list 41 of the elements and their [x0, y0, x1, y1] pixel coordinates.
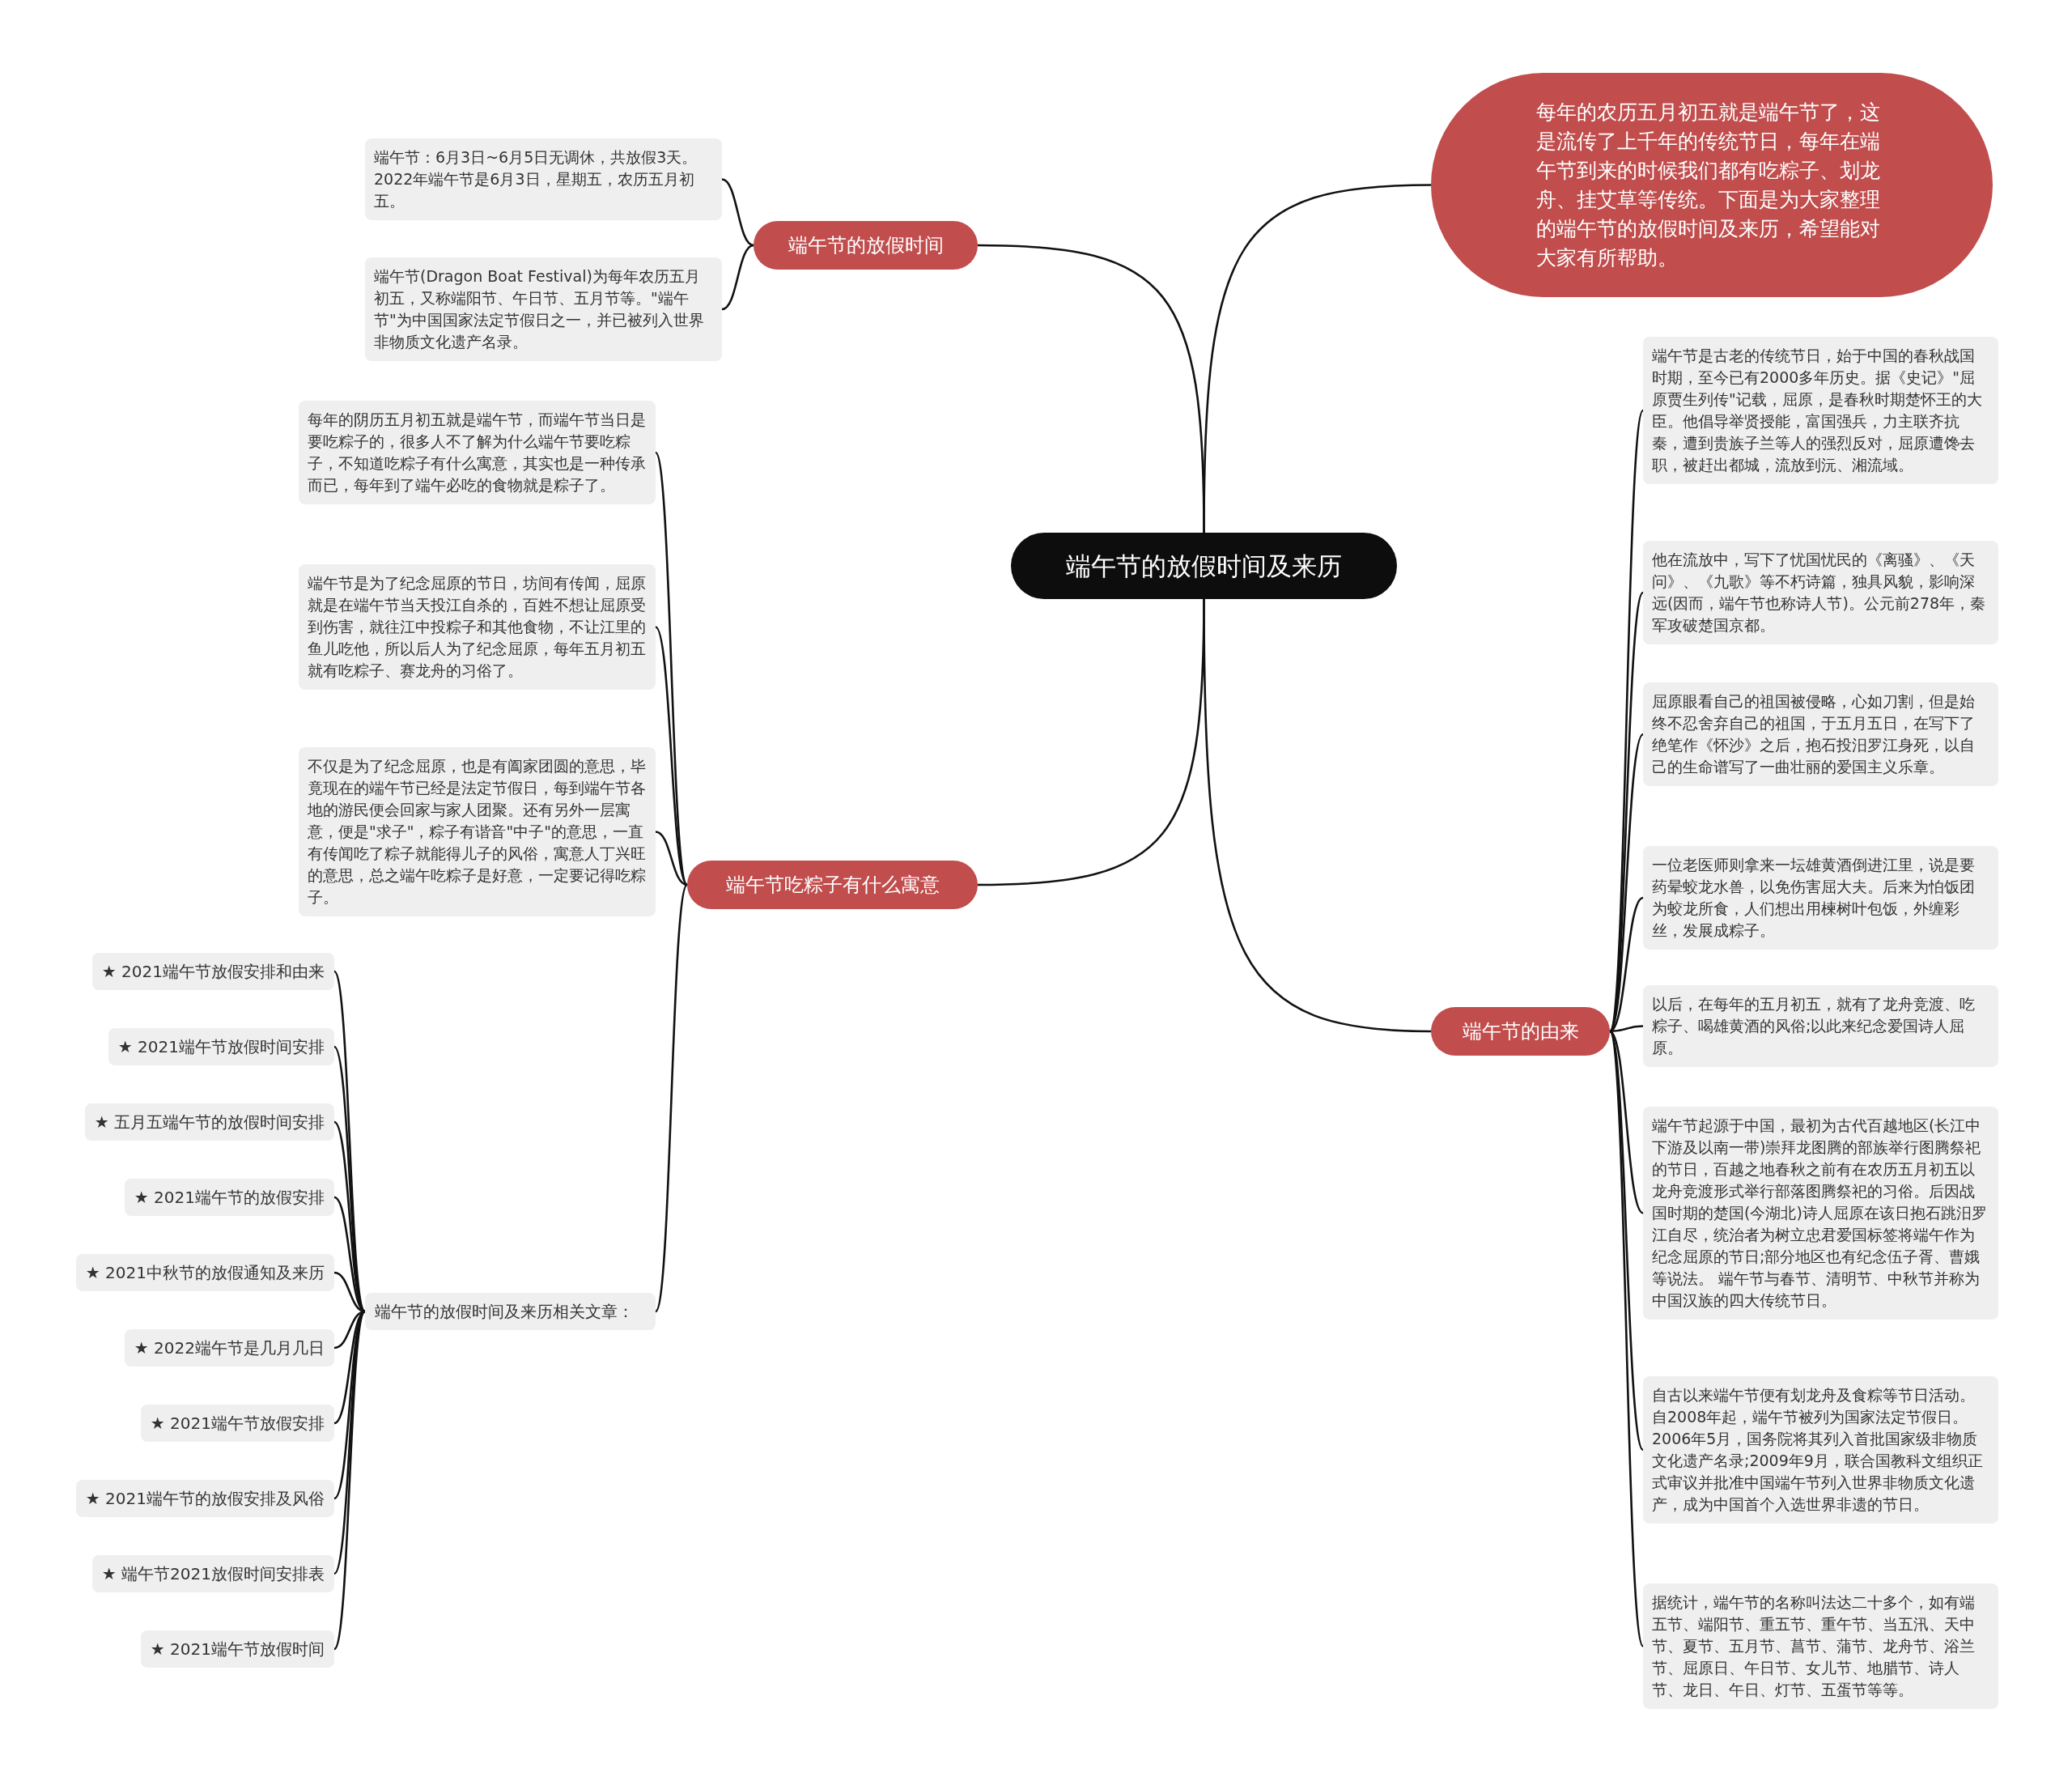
- note-card: 端午节起源于中国，最初为古代百越地区(长江中下游及以南一带)崇拜龙图腾的部族举行图腾祭祀的节日，百越之地春秋之前有在农历五月初五以龙舟竞渡形式举行部落图腾祭祀的习俗。后因战国时期的楚国(今湖北)诗人屈原在该日抱石跳汨罗江自尽，统治者为树立忠君爱国标签将端午作为纪念屈原的节日;部分地区也有纪念伍子胥、曹娥等说法。 端午节与春节、清明节、中秋节并称为中国汉族的四大传统节日。: [1643, 1107, 1998, 1320]
- note-card: 自古以来端午节便有划龙舟及食粽等节日活动。自2008年起，端午节被列为国家法定节假日。2006年5月，国务院将其列入首批国家级非物质文化遗产名录;2009年9月，联合国教科文组织正式审议并批准中国端午节列入世界非物质文化遗产，成为中国首个入选世界非遗的节日。: [1643, 1376, 1998, 1524]
- note-card: 每年的阴历五月初五就是端午节，而端午节当日是要吃粽子的，很多人不了解为什么端午节要吃粽子，不知道吃粽子有什么寓意，其实也是一种传承而已，每年到了端午必吃的食物就是粽子了。: [299, 401, 656, 504]
- connector-line: [333, 1311, 367, 1650]
- list-item: ★ 2021端午节的放假安排及风俗: [75, 1480, 334, 1517]
- note-card: 端午节是为了纪念屈原的节日，坊间有传闻，屈原就是在端午节当天投江自杀的，百姓不想让屈原受到伤害，就往江中投粽子和其他食物，不让江里的鱼儿吃他，所以后人为了纪念屈原，每年五月初五就有吃粽子、赛龙舟的习俗了。: [299, 564, 656, 690]
- topic-pill: 端午节的放假时间: [754, 221, 978, 270]
- note-card: 据统计，端午节的名称叫法达二十多个，如有端五节、端阳节、重五节、重午节、当五汛、天中节、夏节、五月节、菖节、蒲节、龙舟节、浴兰节、屈原日、午日节、女儿节、地腊节、诗人节、龙日、午日、灯节、五蛋节等等。: [1643, 1583, 1998, 1709]
- connector-line: [333, 1121, 366, 1312]
- connector-line: [1203, 599, 1432, 1033]
- connector-line: [654, 626, 689, 886]
- note-card: 一位老医师则拿来一坛雄黄酒倒进江里，说是要药晕蛟龙水兽，以免伤害屈大夫。后来为怕饭团为蛟龙所食，人们想出用楝树叶包饭，外缠彩丝，发展成粽子。: [1643, 846, 1998, 950]
- list-item: ★ 2021端午节放假安排: [140, 1405, 334, 1442]
- topic-pill: 端午节的由来: [1431, 1007, 1610, 1056]
- list-item: ★ 2021端午节放假时间安排: [108, 1028, 334, 1065]
- connector-line: [333, 971, 367, 1312]
- note-card: 他在流放中，写下了忧国忧民的《离骚》、《天问》、《九歌》等不朽诗篇，独具风貌，影响深远(因而，端午节也称诗人节)。公元前278年，秦军攻破楚国京都。: [1643, 541, 1998, 644]
- note-card: 屈原眼看自己的祖国被侵略，心如刀割，但是始终不忍舍弃自己的祖国，于五月五日，在写下了绝笔作《怀沙》之后，抱石投汨罗江身死，以自己的生命谱写了一曲壮丽的爱国主义乐章。: [1643, 682, 1998, 786]
- list-item: ★ 2021端午节放假时间: [140, 1630, 334, 1668]
- note-card: 端午节是古老的传统节日，始于中国的春秋战国时期，至今已有2000多年历史。据《史记》"屈原贾生列传"记载，屈原，是春秋时期楚怀王的大臣。他倡导举贤授能，富国强兵，力主联齐抗秦，遭到贵族子兰等人的强烈反对，屈原遭馋去职，被赶出都城，流放到沅、湘流域。: [1643, 337, 1998, 484]
- list-item: ★ 端午节2021放假时间安排表: [91, 1555, 334, 1592]
- list-item: ★ 2022端午节是几月几日: [124, 1329, 334, 1367]
- connector-line: [721, 178, 754, 247]
- intro-bubble: 每年的农历五月初五就是端午节了，这是流传了上千年的传统节日，每年在端午节到来的时候我们都有吃粽子、划龙舟、挂艾草等传统。下面是为大家整理的端午节的放假时间及来历，希望能对大家有所帮助。: [1431, 73, 1993, 297]
- note-card: 以后，在每年的五月初五，就有了龙舟竞渡、吃粽子、喝雄黄酒的风俗;以此来纪念爱国诗人屈原。: [1643, 985, 1998, 1067]
- list-item: ★ 2021端午节的放假安排: [124, 1179, 334, 1216]
- connector-line: [654, 452, 689, 886]
- connector-line: [655, 831, 688, 886]
- topic-pill: 端午节吃粽子有什么寓意: [687, 861, 978, 909]
- list-item: 端午节的放假时间及来历相关文章：: [365, 1293, 656, 1330]
- list-item: ★ 2021中秋节的放假通知及来历: [75, 1254, 334, 1291]
- connector-line: [654, 884, 689, 1312]
- central-topic: 端午节的放假时间及来历: [1011, 533, 1397, 599]
- connector-line: [977, 244, 1205, 533]
- list-item: ★ 五月五端午节的放假时间安排: [84, 1103, 334, 1141]
- note-card: 不仅是为了纪念屈原，也是有阖家团圆的意思，毕竟现在的端午节已经是法定节假日，每到端午节各地的游民便会回家与家人团聚。还有另外一层寓意，便是"求子"，粽子有谐音"中子"的意思，一直有传闻吃了粽子就能得儿子的风俗，寓意人丁兴旺的意思，总之端午吃粽子是好意，一定要记得吃粽子。: [299, 747, 656, 916]
- connector-line: [333, 1311, 367, 1575]
- connector-line: [721, 244, 754, 311]
- list-item: ★ 2021端午节放假安排和由来: [91, 953, 334, 990]
- note-card: 端午节：6月3日~6月5日无调休，共放假3天。2022年端午节是6月3日，星期五，农历五月初五。: [365, 138, 722, 220]
- note-card: 端午节(Dragon Boat Festival)为每年农历五月初五，又称端阳节、午日节、五月节等。"端午节"为中国国家法定节假日之一，并已被列入世界非物质文化遗产名录。: [365, 257, 722, 361]
